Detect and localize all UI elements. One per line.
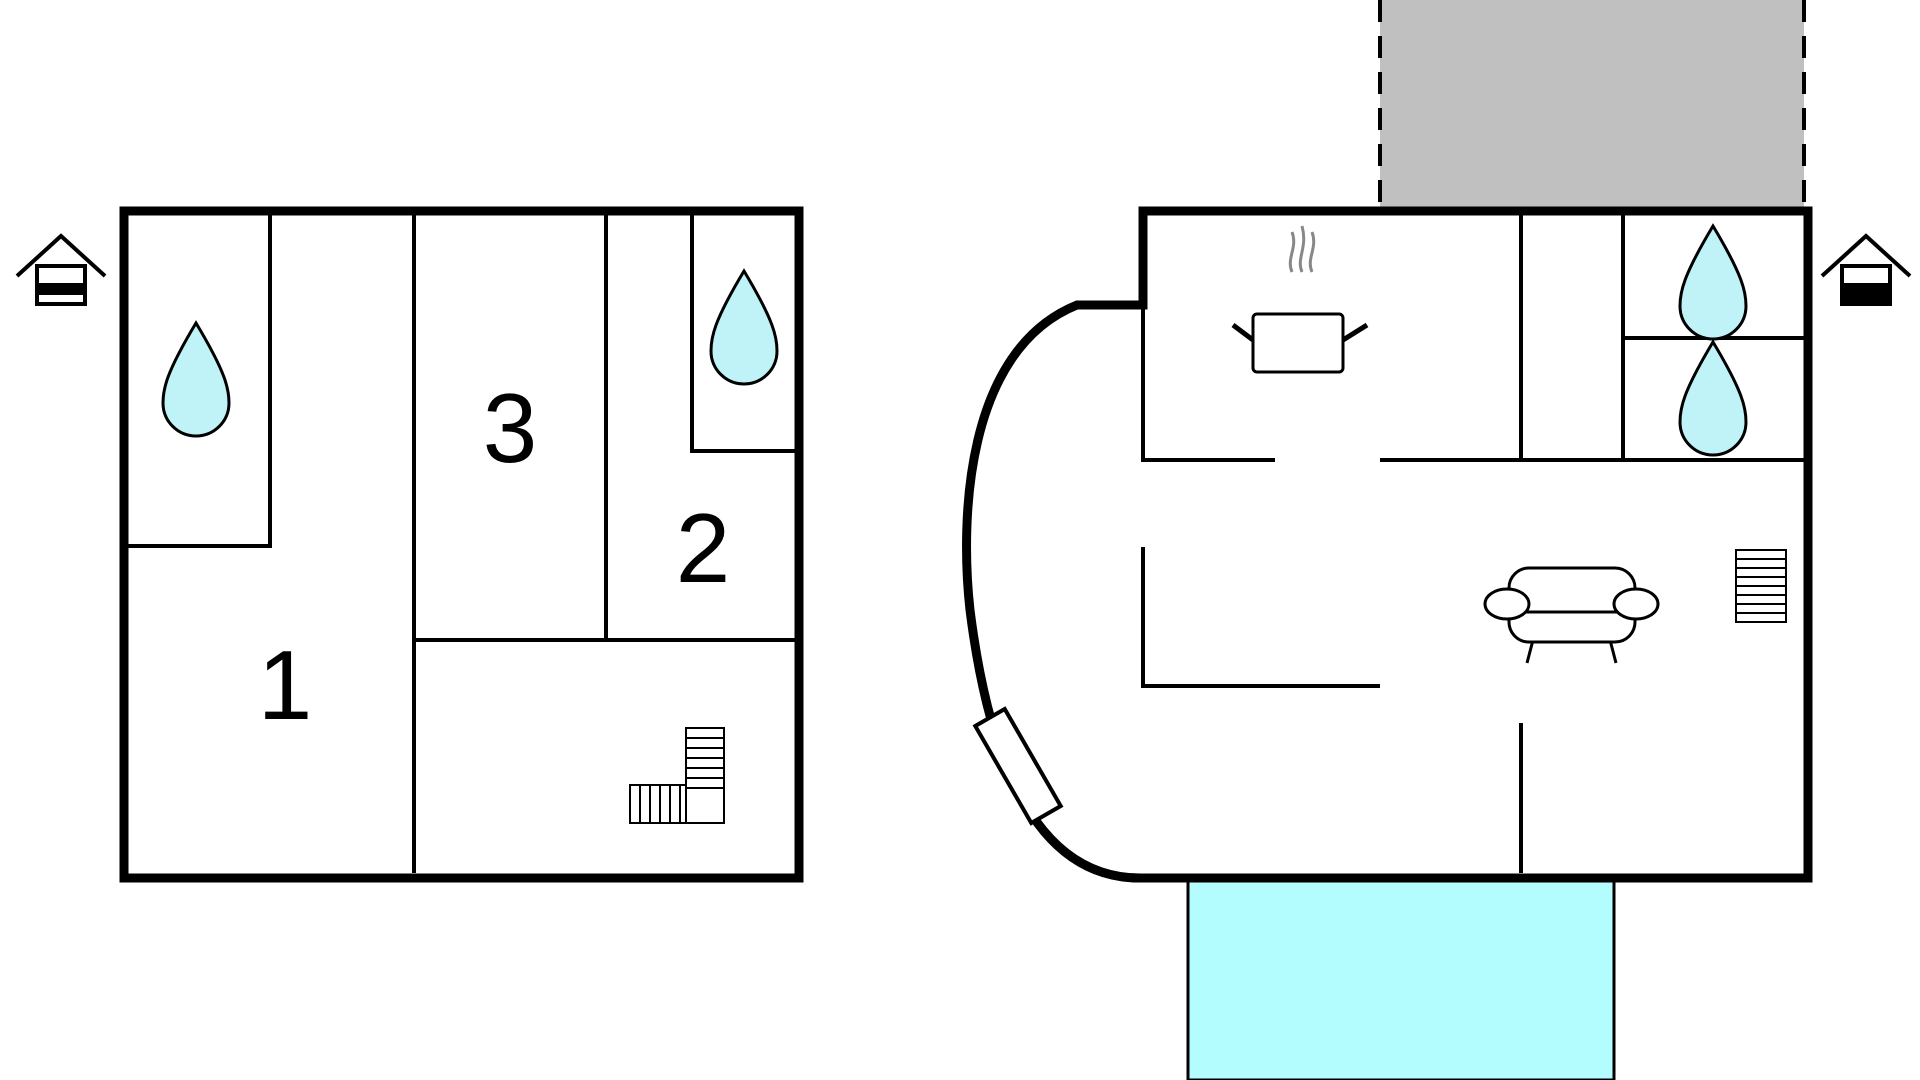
entrance-door-mark bbox=[37, 283, 85, 295]
upper-floor-outer-wall bbox=[119, 206, 804, 883]
terrace-area bbox=[1380, 0, 1804, 211]
room-label-3: 3 bbox=[483, 373, 538, 483]
bathroom-1-walls bbox=[128, 215, 272, 548]
hall-partition bbox=[1141, 547, 1380, 688]
stairs-icon bbox=[1735, 549, 1787, 623]
pool-area bbox=[1186, 876, 1616, 1080]
stairs-icon bbox=[629, 727, 725, 824]
ground-floor-outer-wall bbox=[962, 206, 1813, 883]
bathroom-2-walls bbox=[690, 215, 795, 453]
kitchen-wall bbox=[1141, 305, 1275, 462]
entrance-door-mark bbox=[1842, 283, 1890, 303]
room-label-1: 1 bbox=[258, 630, 313, 740]
water-drop-icon bbox=[709, 269, 779, 386]
water-drop-icon bbox=[1678, 340, 1748, 457]
water-drop-icon bbox=[161, 321, 231, 438]
ground-floor-plan bbox=[962, 0, 1912, 1080]
water-drop-icon bbox=[1678, 224, 1748, 341]
upper-floor-plan: 1 3 2 bbox=[15, 206, 804, 883]
door-icon bbox=[972, 706, 1064, 826]
sofa-icon bbox=[1483, 566, 1660, 664]
cooking-pot-icon bbox=[1231, 225, 1369, 374]
room-label-2: 2 bbox=[676, 493, 731, 603]
